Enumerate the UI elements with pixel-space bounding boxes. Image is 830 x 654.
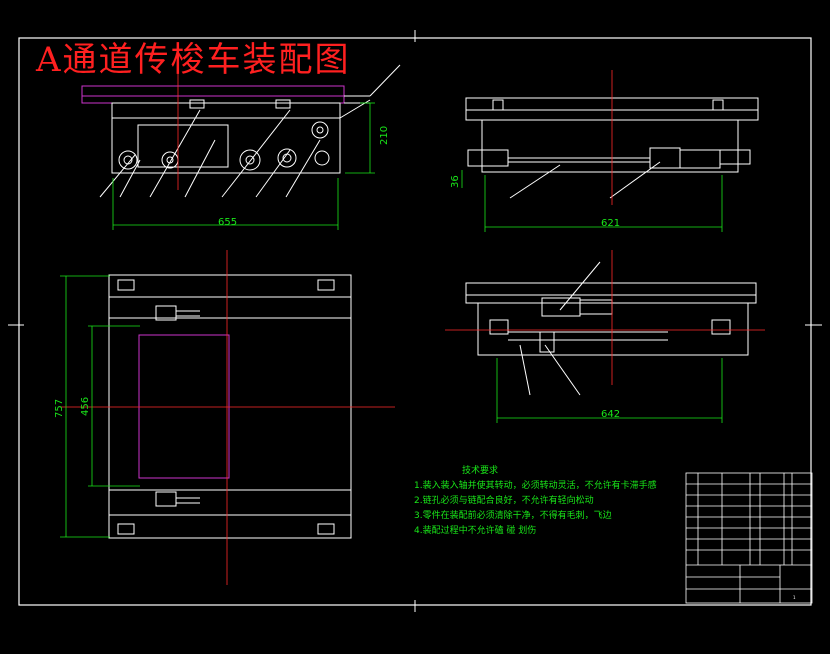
requirement-item: 4.装配过程中不允许磕 碰 划伤 [414,526,537,536]
end-view-centerlines [445,250,765,385]
end-view [465,261,757,396]
plan-length-dimension: 757 [54,399,65,418]
plan-dimensions [60,275,140,538]
end-width-dimension: 642 [601,409,620,420]
side-width-dimension: 621 [601,218,620,229]
front-dimensions [112,102,375,230]
front-width-dimension: 655 [218,217,237,228]
drawing-title: A通道传梭车装配图 [36,40,351,80]
front-view [81,64,401,198]
requirement-item: 1.装入装入轴并使其转动，必须转动灵活，不允许有卡滞手感 [414,481,657,491]
side-offset-dimension: 36 [450,175,461,188]
technical-requirements: 技术要求 1.装入装入轴并使其转动，必须转动灵活，不允许有卡滞手感 2.链孔必须… [414,464,657,539]
requirement-item: 3.零件在装配前必须清除干净，不得有毛刺，飞边 [414,511,612,521]
title-block [685,472,813,604]
drawing-frame [8,30,822,612]
front-height-dimension: 210 [379,126,390,145]
plan-view-centerlines [60,250,395,585]
sheet-number: 1 [793,595,796,600]
technical-requirements-heading: 技术要求 [462,466,499,476]
side-dimensions [461,170,723,232]
plan-view [108,274,352,539]
plan-inner-dimension: 456 [80,397,91,416]
end-dimensions [496,358,723,423]
requirement-item: 2.链孔必须与链配合良好，不允许有轻向松动 [414,496,594,506]
